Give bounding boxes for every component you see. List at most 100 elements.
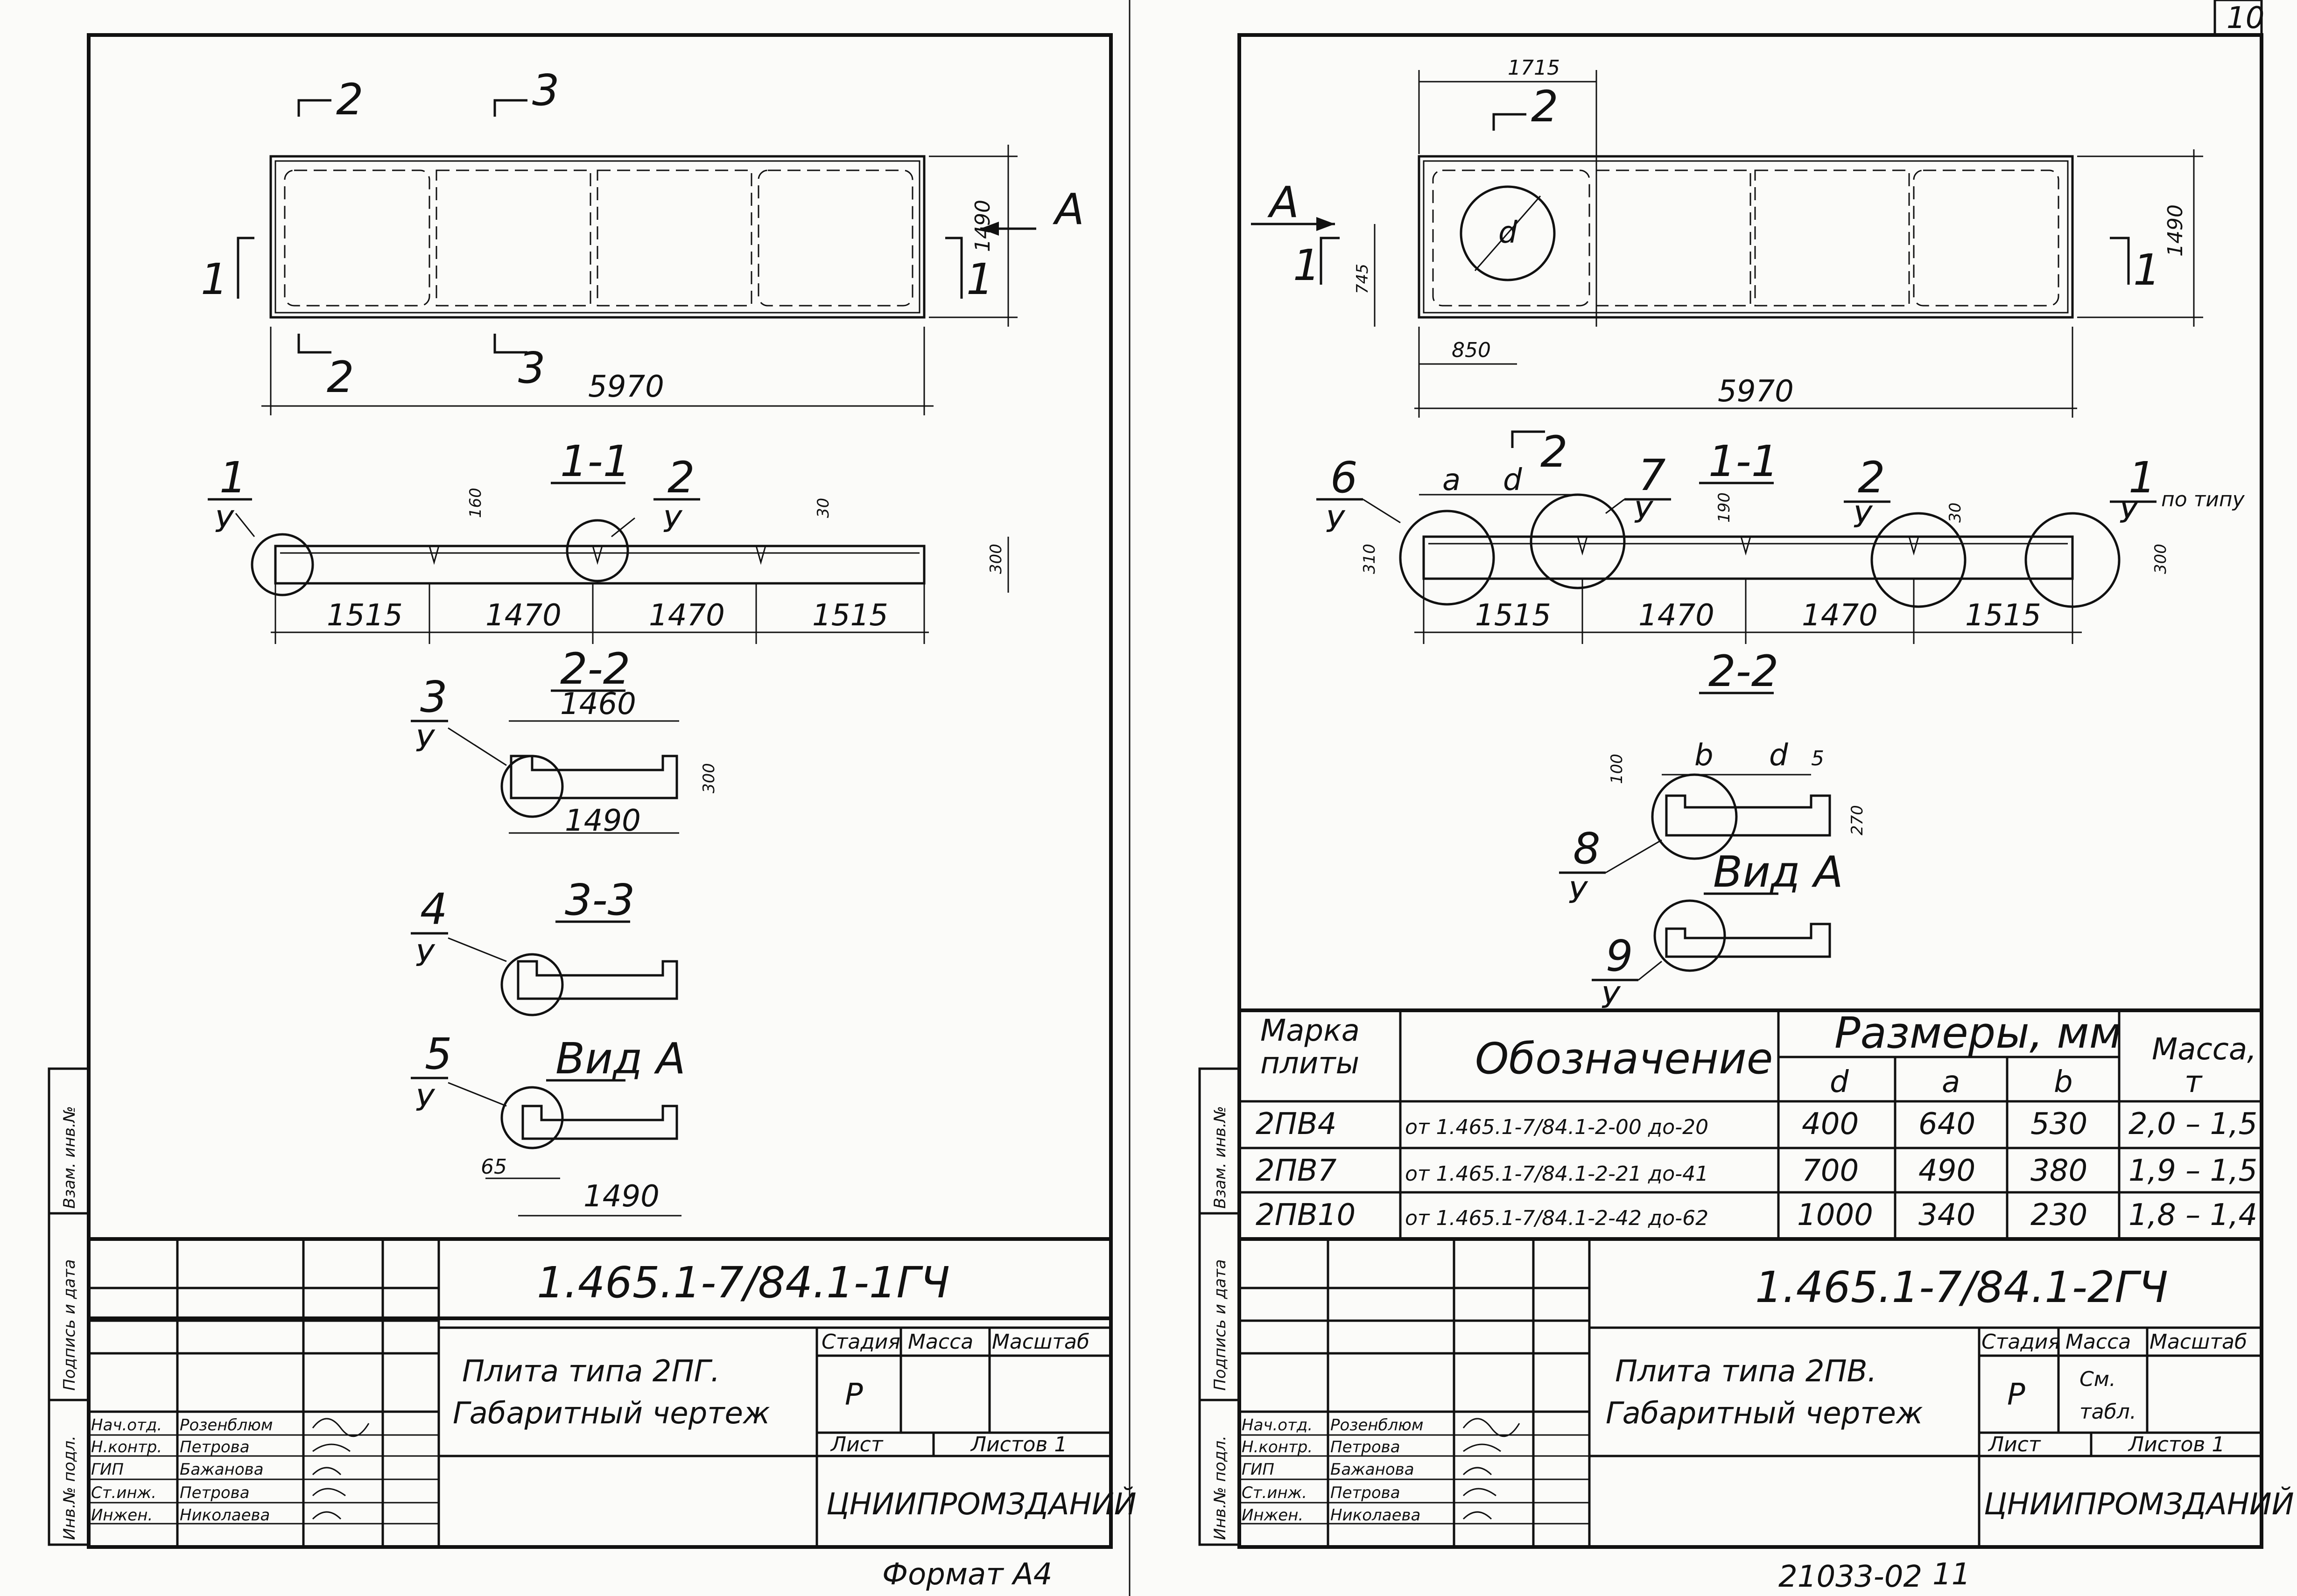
page-number: 10 (2227, 1, 2264, 35)
left-sec11-d30: 30 (814, 498, 833, 518)
left-tb-name-3: Бажанова (180, 1460, 264, 1479)
left-node1-sub: У (215, 505, 235, 539)
right-node1-bytype: по типу (2161, 488, 2245, 511)
right-stamp-inv: Инв.№ подл. (1211, 1435, 1229, 1540)
row1-mark: 2ПВ4 (1256, 1107, 1336, 1141)
right-node8: 8 (1573, 824, 1601, 874)
left-node3: 3 (420, 672, 448, 722)
right-tb-role5: Инжен. (1242, 1506, 1303, 1525)
right-viewa-title: Вид А (1713, 847, 1843, 897)
right-node9: 9 (1606, 931, 1633, 981)
right-tb-sheets: Листов 1 (2128, 1433, 2225, 1456)
right-tb-scale-h: Масштаб (2149, 1330, 2247, 1354)
left-plan-sec3-top: 3 (532, 65, 560, 115)
right-sec22-d270: 270 (1848, 805, 1867, 835)
right-footer-num2: 11 (1932, 1557, 1970, 1592)
table-row: 2ПВ7 от 1.465.1-7/84.1-2-21 до-41 700 49… (1256, 1154, 2257, 1188)
left-viewa-d65: 65 (481, 1155, 507, 1179)
right-sec11-dim4: 1515 (1965, 598, 2041, 633)
right-sec22-title: 2-2 (1708, 646, 1778, 696)
left-stamp-replace: Взам. инв.№ (60, 1106, 79, 1209)
row3-mark: 2ПВ10 (1256, 1198, 1356, 1232)
left-sec11-title: 1-1 (560, 436, 630, 486)
left-title-block: 1.465.1-7/84.1-1ГЧ Плита типа 2ПГ. Габар… (87, 1237, 1137, 1549)
left-tb-stage-h: Стадия (822, 1330, 900, 1354)
right-plan-view-a: A (1267, 177, 1299, 227)
left-section-2-2: 2-2 1460 1490 300 3 У (411, 644, 718, 838)
right-node8-sub: У (1568, 876, 1588, 910)
right-plan-sec2: 2 (1531, 82, 1559, 132)
right-plan-view: d 1715 2 1 1 A 745 850 5970 1490 (1251, 56, 2203, 418)
left-tb-name2: Габаритный чертеж (453, 1396, 770, 1431)
right-node2-sub: У (1853, 500, 1873, 535)
right-sec22-d5: 5 (1811, 747, 1824, 770)
left-node5-sub: У (415, 1084, 436, 1118)
right-tb-org: ЦНИИПРОМЗДАНИЙ (1984, 1486, 2294, 1522)
left-tb-sheet: Лист (830, 1433, 884, 1456)
page-number-box (2213, 0, 2263, 36)
right-table-h-mass2: т (2185, 1065, 2203, 1099)
row3-b: 230 (2030, 1198, 2087, 1232)
left-plan-sec1-left: 1 (201, 254, 228, 304)
row2-b: 380 (2030, 1154, 2087, 1188)
right-section-2-2: 2-2 b d 5 100 270 8 У (1559, 646, 1867, 910)
row1-desig: от 1.465.1-7/84.1-2-00 до-20 (1405, 1115, 1708, 1139)
left-stamp-inv: Инв.№ подл. (60, 1435, 79, 1540)
left-node2-sub: У (663, 505, 683, 539)
right-tb-stage-h: Стадия (1981, 1330, 2060, 1354)
right-tb-role1: Нач.отд. (1242, 1416, 1313, 1435)
right-sec11-d30: 30 (1946, 503, 1965, 523)
right-sec11-title: 1-1 (1708, 436, 1778, 486)
left-plan-sec2-top: 2 (336, 75, 364, 125)
right-tb-name-2: Петрова (1330, 1438, 1400, 1456)
right-table-h-desig: Обозначение (1475, 1034, 1773, 1084)
right-sec11-d310: 310 (1360, 544, 1379, 574)
right-plan-d: d (1498, 216, 1517, 250)
right-tb-stage: Р (2007, 1378, 2025, 1412)
left-plan-sec2-bottom: 2 (327, 352, 354, 402)
row2-a: 490 (1918, 1154, 1975, 1188)
right-node7-sub: У (1634, 496, 1654, 530)
right-plan-width: 1490 (2164, 204, 2187, 257)
left-plan-length: 5970 (588, 370, 664, 404)
left-node4-sub: У (415, 939, 436, 973)
right-sec22-b: b (1694, 738, 1714, 773)
right-tb-name-1: Розенблюм (1330, 1416, 1424, 1435)
right-plan-sec1-left: 1 (1293, 240, 1321, 290)
left-section-1-1: 1-1 1 У 2 У 160 30 300 1515 (208, 436, 1009, 644)
left-tb-org: ЦНИИПРОМЗДАНИЙ (826, 1486, 1137, 1522)
right-sec11-dim1: 1515 (1475, 598, 1551, 633)
left-node3-sub: У (415, 724, 436, 759)
left-tb-role1: Нач.отд. (91, 1416, 162, 1435)
right-table-h-d: d (1830, 1065, 1849, 1099)
left-plan-width: 1490 (971, 200, 995, 252)
left-tb-role3: ГИП (91, 1460, 124, 1479)
right-section-1-1: 2 1-1 6 У 7 У 2 У 1 У по типу (1316, 427, 2245, 644)
right-sec11-top2: 2 (1540, 427, 1568, 477)
right-sec22-d100: 100 (1608, 754, 1626, 784)
right-stamp-replace: Взам. инв.№ (1211, 1106, 1229, 1209)
left-node4: 4 (420, 884, 448, 934)
right-tb-mass-h: Масса (2065, 1330, 2131, 1354)
right-tb-name-4: Петрова (1330, 1484, 1400, 1502)
left-format: Формат А4 (882, 1557, 1053, 1592)
left-tb-name-1: Розенблюм (180, 1416, 273, 1435)
right-sec11-dim3: 1470 (1802, 598, 1878, 633)
left-tb-name-4: Петрова (180, 1484, 250, 1502)
left-sec22-bottom: 1490 (565, 804, 641, 838)
left-tb-role2: Н.контр. (91, 1438, 162, 1456)
left-tb-stage: Р (845, 1378, 863, 1412)
right-sheet: 10 d 1715 2 1 1 A 745 (1198, 0, 2294, 1594)
right-tb-name2: Габаритный чертеж (1606, 1396, 1923, 1431)
left-plan-view: 2 3 2 3 1 1 A 5970 1490 (201, 65, 1084, 415)
left-sec11-d160: 160 (466, 488, 485, 518)
right-plan-d745: 745 (1353, 264, 1372, 294)
right-data-table: Марка плиты Обозначение Размеры, мм d a … (1237, 1008, 2263, 1241)
left-sec22-title: 2-2 (560, 644, 630, 694)
right-sec11-d190: 190 (1715, 492, 1734, 523)
right-tb-role4: Ст.инж. (1242, 1484, 1307, 1502)
right-tb-name-3: Бажанова (1330, 1460, 1414, 1479)
left-sheet: 2 3 2 3 1 1 A 5970 1490 1-1 (48, 0, 1137, 1596)
right-tb-name1: Плита типа 2ПВ. (1615, 1354, 1877, 1389)
